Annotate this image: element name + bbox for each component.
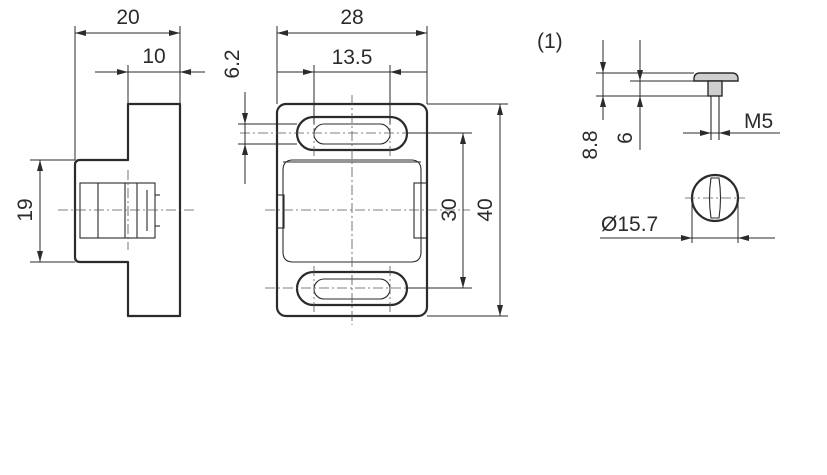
dim-screw-thread: M5 [744,110,773,133]
dim-slot-centers: 30 [438,198,461,221]
dim-side-width-boss: 10 [142,45,165,68]
dim-front-width-total: 28 [340,6,363,29]
boss-inner-rect [79,182,156,239]
dim-front-height-total: 40 [474,198,497,221]
screw-head [693,72,739,82]
dim-screw-head-diameter: Ø15.7 [601,213,658,236]
dim-slot-spacing: 13.5 [332,46,373,69]
front-middle-body [282,159,422,263]
side-view-outline [73,102,182,318]
side-view: 20 10 19 [14,6,205,318]
screw-detail: (1) 8.8 6 M5 Ø15.7 [537,30,780,243]
detail-callout: (1) [537,30,563,53]
screw-shank [707,80,723,97]
dim-side-width-total: 20 [116,6,139,29]
screw-slot [708,177,722,219]
dim-slot-width: 6.2 [221,49,244,78]
dim-screw-length: 6 [614,132,637,144]
dim-side-height-boss: 19 [14,198,37,221]
front-view: 28 13.5 6.2 30 40 [221,6,508,325]
dim-screw-head-offset: 8.8 [579,130,602,159]
